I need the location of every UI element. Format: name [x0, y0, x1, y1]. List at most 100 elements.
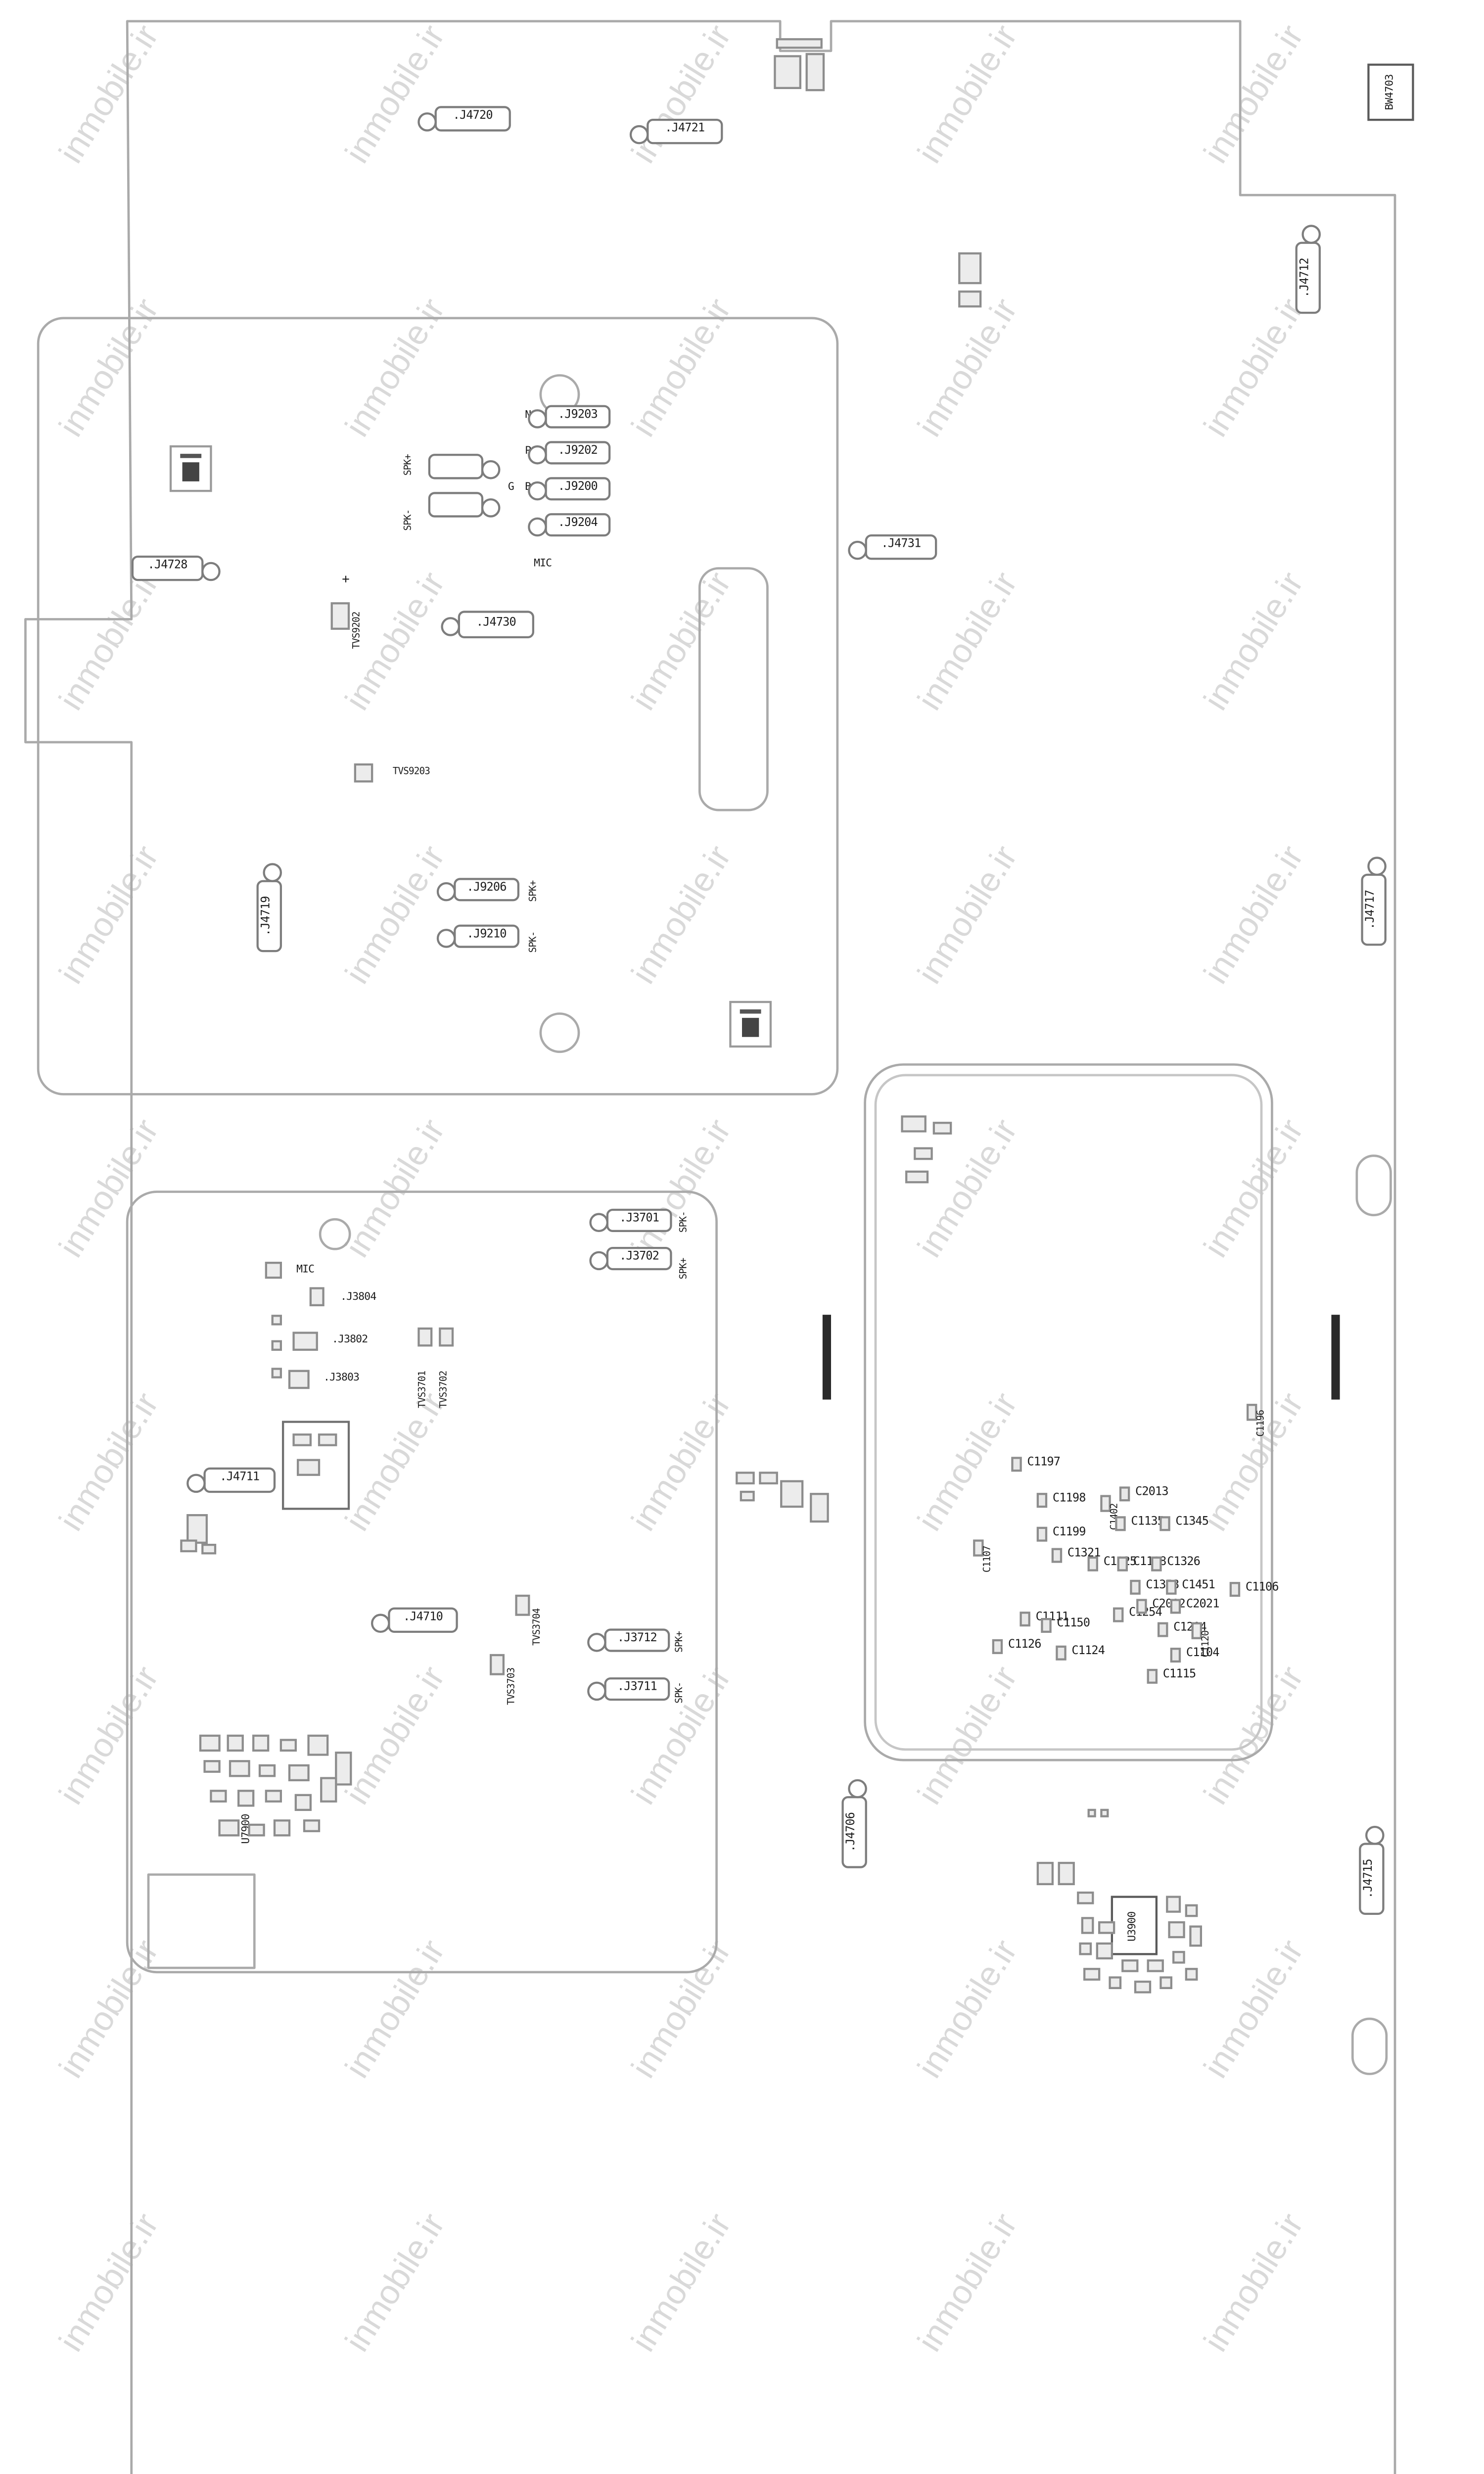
- component-label: .J9204: [557, 517, 598, 530]
- component-label: .J9206: [466, 881, 507, 895]
- part-120: [307, 1734, 329, 1756]
- text-J3804: .J3804: [331, 1289, 386, 1309]
- part-132: [218, 1819, 240, 1837]
- part-38: [901, 1115, 927, 1133]
- inner-region-outline: [147, 1873, 256, 1969]
- part-149: [1079, 1942, 1092, 1955]
- part-138: [1100, 1808, 1109, 1817]
- mounting-hole: [539, 1012, 580, 1053]
- pin-circle: [848, 539, 867, 559]
- part-143: [1166, 1896, 1181, 1913]
- component-label: C1198: [1052, 1493, 1086, 1506]
- component-label: .J4706: [846, 1812, 859, 1852]
- part-126: [210, 1790, 227, 1803]
- part-93: [271, 1340, 282, 1351]
- ic-BW4703: BW4703: [1367, 63, 1414, 121]
- part-130: [320, 1777, 337, 1803]
- cap-C1321: C1321: [1051, 1548, 1101, 1563]
- part-95: [292, 1332, 318, 1351]
- component-label: .J4717: [1366, 890, 1379, 930]
- part-86: [309, 1287, 325, 1306]
- pin-circle: [481, 497, 501, 517]
- component-label: .J3802: [331, 1333, 368, 1347]
- conn-J3712: .J3712: [587, 1628, 670, 1652]
- component-label: .J4721: [665, 123, 705, 137]
- component-label: U3900: [1126, 1910, 1140, 1941]
- component-label: .J4728: [147, 560, 188, 573]
- mark-35: [729, 1000, 772, 1048]
- cap-C1104: C1104: [1170, 1648, 1219, 1663]
- cap-C1126: C1126: [992, 1639, 1041, 1654]
- component-label: SPK-: [681, 1211, 692, 1233]
- component-label: C1197: [1027, 1457, 1061, 1470]
- bar-43: [1331, 1315, 1340, 1400]
- cap-C1358: C1358: [1130, 1579, 1179, 1595]
- conn-J9206: .J9206: [436, 878, 519, 902]
- pin-circle: [589, 1213, 608, 1232]
- part-89: [439, 1327, 454, 1347]
- pin-circle: [371, 1613, 390, 1632]
- part-110: [489, 1654, 505, 1675]
- part-101: [292, 1433, 312, 1446]
- cap-C1125: C1125: [1087, 1556, 1137, 1571]
- part-142: [1077, 1891, 1094, 1904]
- component-label: C2013: [1135, 1486, 1169, 1499]
- component-label: TVS3704: [533, 1608, 545, 1645]
- text-TVS3704: TVS3704: [530, 1590, 551, 1663]
- part-139: [1036, 1861, 1054, 1885]
- battery-area-outline-outer: [864, 1063, 1273, 1761]
- component-label: SPK-: [677, 1681, 688, 1703]
- part-74: [1191, 1622, 1202, 1639]
- conn-13: [428, 492, 501, 518]
- component-label: MIC: [296, 1263, 315, 1276]
- part-137: [1087, 1808, 1096, 1817]
- component-label: SPK+: [681, 1257, 692, 1279]
- part-124: [288, 1764, 310, 1781]
- cap-C1135: C1135: [1115, 1516, 1164, 1531]
- part-106: [201, 1544, 217, 1555]
- conn-J4712: .J4712: [1295, 225, 1321, 314]
- component-label: .J4715: [1363, 1859, 1377, 1899]
- component-label: .J4720: [453, 110, 493, 124]
- part-154: [1083, 1968, 1101, 1981]
- component-label: .J4719: [261, 896, 274, 936]
- bar-42: [822, 1315, 831, 1400]
- part-25: [330, 602, 350, 630]
- part-148: [1098, 1921, 1115, 1934]
- pin-circle: [201, 561, 221, 580]
- component-label: TVS9202: [352, 611, 363, 649]
- text-SPK+: SPK+: [674, 1614, 694, 1668]
- component-label: .J3804: [340, 1291, 376, 1304]
- component-label: C1106: [1245, 1582, 1279, 1595]
- part-7: [958, 252, 982, 285]
- component-label: .J9210: [466, 928, 507, 941]
- cap-C2012: C2012: [1136, 1599, 1186, 1614]
- pin-circle: [436, 929, 456, 948]
- part-135: [303, 1819, 321, 1832]
- component-label: .J3711: [617, 1681, 657, 1694]
- part-146: [1189, 1925, 1202, 1947]
- part-49: [1247, 1404, 1257, 1421]
- cap-C1118: C1118: [1117, 1556, 1166, 1571]
- part-39: [932, 1122, 952, 1135]
- text-TVS3703: TVS3703: [505, 1650, 526, 1722]
- conn-12: [428, 454, 501, 479]
- component-label: C1199: [1052, 1526, 1086, 1540]
- part-155: [1109, 1976, 1122, 1989]
- component-label: TVS3702: [440, 1370, 451, 1408]
- cap-C2021: C2021: [1170, 1599, 1219, 1614]
- component-label: C1326: [1167, 1556, 1201, 1570]
- text-J3802: .J3802: [322, 1332, 377, 1351]
- cap-C1150: C1150: [1041, 1618, 1090, 1633]
- text-C1107: C1107: [981, 1531, 1001, 1586]
- part-97: [288, 1370, 310, 1389]
- part-152: [1147, 1959, 1164, 1972]
- part-88: [417, 1327, 433, 1347]
- component-label: C1196: [1257, 1409, 1268, 1436]
- conn-J4717: .J4717: [1361, 856, 1387, 946]
- part-144: [1185, 1904, 1198, 1917]
- component-label: C1124: [1071, 1645, 1105, 1659]
- pin-circle: [262, 863, 281, 882]
